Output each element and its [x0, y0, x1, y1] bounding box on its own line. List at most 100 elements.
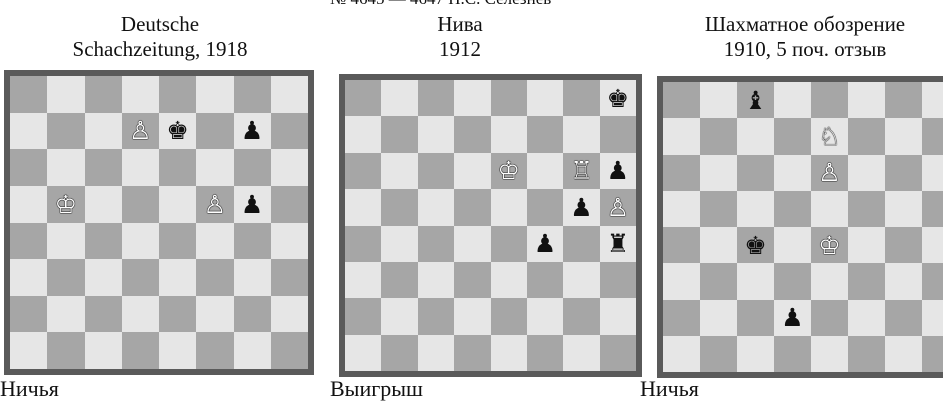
square-e4: [159, 223, 196, 260]
square-a1: [10, 332, 47, 369]
square-e4: ♔: [811, 227, 848, 263]
square-d8: [774, 82, 811, 118]
square-f5: [527, 189, 563, 225]
square-h5: [271, 186, 308, 223]
square-d6: [122, 149, 159, 186]
square-b4: [47, 223, 84, 260]
square-f1: [848, 336, 885, 372]
square-g1: [234, 332, 271, 369]
square-g4: [885, 227, 922, 263]
square-h8: [922, 82, 943, 118]
square-d4: [454, 226, 490, 262]
square-g3: [234, 259, 271, 296]
square-d5: [122, 186, 159, 223]
square-f3: [527, 262, 563, 298]
black-king-icon: ♚: [607, 86, 629, 111]
square-e1: [491, 335, 527, 371]
square-f2: [196, 296, 233, 333]
square-d3: [774, 263, 811, 299]
source-line-1: Нива: [270, 12, 650, 37]
square-g7: ♟: [234, 113, 271, 150]
square-b6: [47, 149, 84, 186]
square-d2: [122, 296, 159, 333]
square-h4: [922, 227, 943, 263]
square-f7: [196, 113, 233, 150]
board-clip: ♝♘♙♚♔♟: [657, 76, 943, 378]
square-h1: [600, 335, 636, 371]
square-a7: [10, 113, 47, 150]
square-b5: [700, 191, 737, 227]
diagram-3: Шахматное обозрение 1910, 5 поч. отзыв ♝…: [650, 0, 943, 403]
square-e8: [159, 76, 196, 113]
white-rook-icon: ♖: [570, 158, 592, 183]
square-d1: [454, 335, 490, 371]
square-b2: [700, 300, 737, 336]
square-c8: [85, 76, 122, 113]
square-b6: [381, 153, 417, 189]
square-b1: [47, 332, 84, 369]
square-a3: [663, 263, 700, 299]
square-f1: [196, 332, 233, 369]
square-e2: [159, 296, 196, 333]
square-f8: [848, 82, 885, 118]
square-d7: ♙: [122, 113, 159, 150]
square-b5: ♔: [47, 186, 84, 223]
chess-board: ♝♘♙♚♔♟: [657, 76, 943, 378]
diagram-result: Выигрыш: [330, 377, 423, 401]
square-e3: [811, 263, 848, 299]
white-pawn-icon: ♙: [204, 192, 226, 217]
square-a4: [345, 226, 381, 262]
square-f8: [527, 80, 563, 116]
square-e5: [811, 191, 848, 227]
square-g1: [885, 336, 922, 372]
black-pawn-icon: ♟: [781, 305, 803, 330]
square-d8: [454, 80, 490, 116]
square-d1: [774, 336, 811, 372]
black-pawn-icon: ♟: [241, 118, 263, 143]
black-pawn-icon: ♟: [241, 192, 263, 217]
square-c3: [418, 262, 454, 298]
square-d3: [454, 262, 490, 298]
square-h2: [600, 298, 636, 334]
square-a4: [10, 223, 47, 260]
square-f6: [196, 149, 233, 186]
black-king-icon: ♚: [166, 118, 188, 143]
square-e5: [491, 189, 527, 225]
square-a1: [345, 335, 381, 371]
square-f1: [527, 335, 563, 371]
square-c1: [418, 335, 454, 371]
square-g2: [885, 300, 922, 336]
square-h7: [600, 116, 636, 152]
square-b1: [381, 335, 417, 371]
square-c3: [737, 263, 774, 299]
square-a6: [345, 153, 381, 189]
square-g8: [563, 80, 599, 116]
square-b1: [700, 336, 737, 372]
square-b7: [381, 116, 417, 152]
black-pawn-icon: ♟: [534, 231, 556, 256]
source-line-2: 1912: [270, 37, 650, 62]
square-g1: [563, 335, 599, 371]
square-h7: [271, 113, 308, 150]
square-h3: [600, 262, 636, 298]
black-king-icon: ♚: [744, 233, 766, 258]
square-f7: [848, 118, 885, 154]
square-a2: [345, 298, 381, 334]
square-h4: [271, 223, 308, 260]
square-h1: [271, 332, 308, 369]
square-d8: [122, 76, 159, 113]
square-g5: ♟: [234, 186, 271, 223]
square-f2: [848, 300, 885, 336]
chess-board: ♚♔♖♟♟♙♟♜: [339, 74, 642, 377]
square-a2: [663, 300, 700, 336]
square-f7: [527, 116, 563, 152]
square-d4: [122, 223, 159, 260]
square-h3: [922, 263, 943, 299]
diagram-source: Нива 1912: [270, 12, 650, 62]
square-h5: ♙: [600, 189, 636, 225]
square-d3: [122, 259, 159, 296]
diagram-source: Шахматное обозрение 1910, 5 поч. отзыв: [640, 12, 943, 62]
square-h6: ♟: [600, 153, 636, 189]
diagram-result: Ничья: [640, 377, 699, 401]
square-d6: [454, 153, 490, 189]
